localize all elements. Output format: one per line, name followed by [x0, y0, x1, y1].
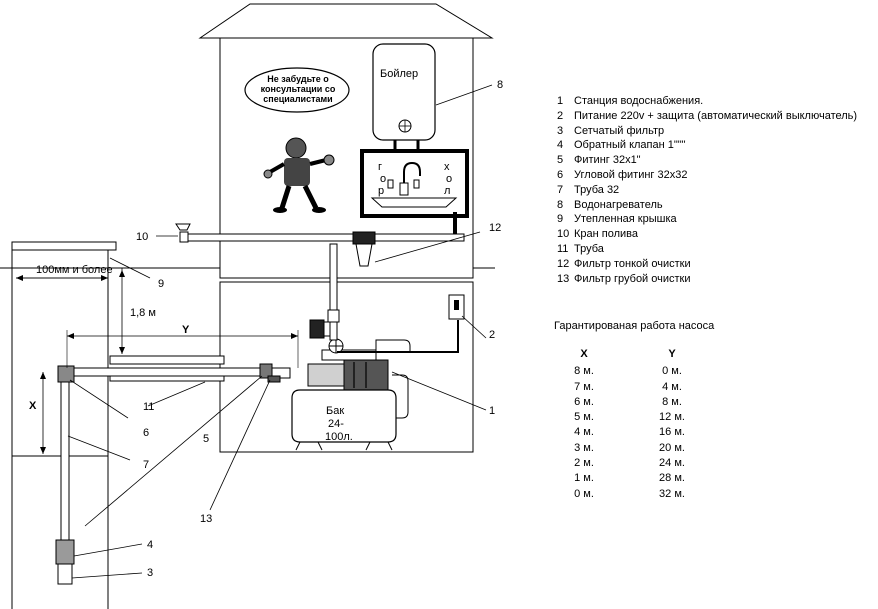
pressure-tank	[291, 389, 397, 443]
x-dim-label: X	[29, 400, 37, 412]
performance-y-value: 28 м.	[659, 472, 685, 485]
performance-x-column: X 8 м. 7 м. 6 м. 5 м. 4 м. 3 м. 2 м. 1 м…	[569, 347, 599, 502]
pump-body	[307, 363, 349, 387]
performance-x-value: 2 м.	[574, 457, 594, 470]
callout-4: 4	[147, 539, 153, 551]
fine-filter	[352, 231, 376, 245]
performance-x-value: 4 м.	[574, 426, 594, 439]
tank-label-2: 24-	[328, 418, 344, 430]
tap-cold-label: х	[444, 161, 450, 173]
performance-x-value: 8 м.	[574, 365, 594, 378]
svg-text:л: л	[444, 185, 450, 197]
performance-y-value: 12 м.	[659, 411, 685, 424]
performance-y-value: 24 м.	[659, 457, 685, 470]
pipe-horizontal	[63, 367, 277, 377]
performance-x-value: 6 м.	[574, 395, 594, 408]
tank-label-3: 100л.	[325, 431, 353, 443]
performance-y-column: Y 0 м. 4 м. 8 м. 12 м. 16 м. 20 м. 24 м.…	[655, 347, 689, 502]
performance-y-value: 20 м.	[659, 441, 685, 454]
y-dim-label: Y	[182, 324, 190, 336]
svg-text:о: о	[446, 173, 452, 185]
depth-label: 1,8 м	[130, 307, 156, 319]
power-cable	[337, 320, 459, 353]
callout-13: 13	[200, 513, 212, 525]
callout-8: 8	[497, 79, 503, 91]
performance-y-value: 16 м.	[659, 426, 685, 439]
pipe-vertical	[60, 381, 70, 541]
callout-10: 10	[136, 231, 148, 243]
faucet-icon	[387, 161, 421, 196]
callout-1: 1	[489, 405, 495, 417]
callout-9: 9	[158, 278, 164, 290]
callout-11: 11	[143, 401, 154, 413]
performance-x-value: 0 м.	[574, 487, 594, 500]
house-roof	[198, 3, 494, 39]
callout-12: 12	[489, 222, 501, 234]
sink-frame	[360, 149, 469, 218]
svg-text:р: р	[378, 185, 384, 197]
performance-x-value: 3 м.	[574, 441, 594, 454]
performance-x-value: 1 м.	[574, 472, 594, 485]
pipe-up	[329, 243, 338, 341]
garden-tap-icon	[175, 223, 191, 231]
performance-y-value: 32 м.	[659, 487, 685, 500]
pump-top	[321, 349, 377, 361]
callout-5: 5	[203, 433, 209, 445]
tap-hot-label: г	[378, 161, 382, 173]
performance-y-value: 0 м.	[662, 365, 682, 378]
worker-figure-icon	[263, 137, 335, 213]
boiler-label: Бойлер	[380, 68, 418, 80]
coarse-filter	[271, 367, 291, 379]
tank-label-1: Бак	[326, 405, 344, 417]
performance-title: Гарантированая работа насоса	[554, 320, 715, 332]
well-distance-label: 100мм и более	[36, 264, 113, 276]
callout-2: 2	[489, 329, 495, 341]
performance-x-header: X	[580, 348, 588, 360]
insulated-cover	[109, 355, 225, 365]
pressure-switch	[309, 319, 325, 339]
pipe-garden	[187, 233, 465, 242]
callout-3: 3	[147, 567, 153, 579]
check-valve	[55, 539, 75, 565]
corner-fitting	[57, 365, 75, 383]
boiler	[372, 43, 436, 141]
well-cover	[11, 241, 117, 251]
sink-basin	[370, 197, 458, 208]
svg-text:о: о	[380, 173, 386, 185]
performance-y-value: 4 м.	[662, 380, 682, 393]
callout-7: 7	[143, 459, 149, 471]
consultation-note: Не забудьте о консультации со специалист…	[260, 74, 336, 104]
performance-y-header: Y	[668, 348, 676, 360]
note-bubble	[244, 67, 350, 113]
performance-x-value: 5 м.	[574, 411, 594, 424]
callout-6: 6	[143, 427, 149, 439]
performance-y-value: 8 м.	[662, 395, 682, 408]
performance-x-value: 7 м.	[574, 380, 594, 393]
mesh-filter	[57, 563, 73, 585]
